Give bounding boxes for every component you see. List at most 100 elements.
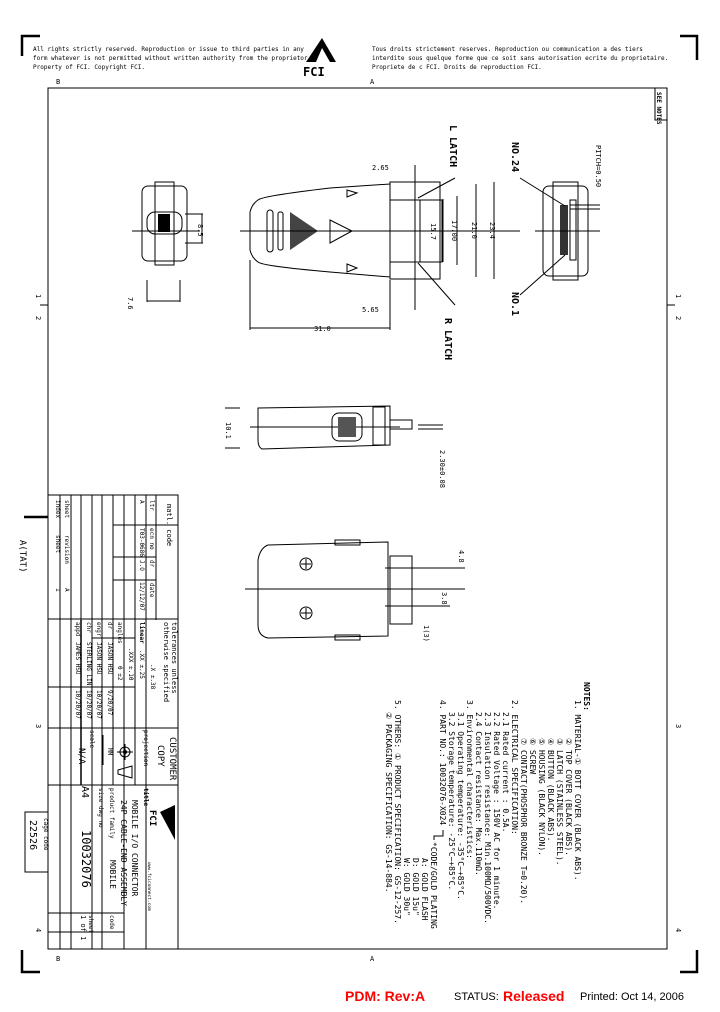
drawing-text: 2 xyxy=(674,316,682,320)
drawing-text: A4 xyxy=(79,786,90,798)
top-view-connector xyxy=(240,165,520,330)
drawing-text: .XXX ±.10 xyxy=(127,648,134,681)
drawing-text: A xyxy=(138,500,145,504)
drawing-text: product family xyxy=(108,788,115,839)
drawing-text: W: GOLD 30u" xyxy=(402,858,411,916)
drawing-text: 2.1 Rated current : 0.5A. xyxy=(501,712,510,832)
drawing-text: 2.3 Insulation resistance: Min.100MΩ/500… xyxy=(483,712,492,924)
drawing-text: 0 ±2 xyxy=(116,666,123,681)
drawing-text: 12/12/07 xyxy=(138,582,145,611)
drawing-text: ⑦ CONTACT(PHOSPHOR BRONZE T=0.20). xyxy=(519,738,528,904)
drawing-text: 2.2 Rated Voltage : 150V AC for 1 minute… xyxy=(492,712,501,909)
drawing-text: 15.7 xyxy=(429,223,437,240)
drawing-text: 10/20/07 xyxy=(85,690,92,719)
dimension-label: 8.5 xyxy=(196,224,204,237)
corner-mark xyxy=(20,34,40,56)
drawing-text: NO.1 xyxy=(509,292,520,316)
drawing-text: MM xyxy=(106,748,113,756)
corner-mark xyxy=(20,950,40,974)
drawing-text: tolerances unless xyxy=(170,622,178,694)
status-label: STATUS: xyxy=(454,991,499,1003)
end-view-labels: NO.24 NO.1 PITCH=0.50 xyxy=(509,142,602,316)
printed-date: Printed: Oct 14, 2006 xyxy=(580,991,684,1003)
drawing-text: T03-0686 xyxy=(138,528,145,557)
drawing-text: 3 xyxy=(34,724,42,728)
end-view-cable xyxy=(132,181,203,302)
cage-code-box xyxy=(24,811,49,873)
row-markers: 1 2 3 4 1 2 3 4 xyxy=(34,294,682,932)
drawing-text: 3.2 Storage temperature: -25°C~+85°C. xyxy=(447,712,456,890)
drawing-text: ⑤ HOUSING (BLACK NYLON). xyxy=(537,738,546,856)
drawing-text: ecn no xyxy=(148,528,155,550)
drawing-text: ② PACKAGING SPECIFICATION: GS-14-884. xyxy=(384,712,393,893)
drawing-text: 3.8 xyxy=(440,592,448,605)
drawing-text: cage code xyxy=(42,818,49,851)
drawing-text: sheet xyxy=(63,500,70,518)
drawing-text: 3 xyxy=(674,724,682,728)
copyright-left: All rights strictly reserved. Reproducti… xyxy=(33,46,311,71)
see-notes-label: SEE NOTES xyxy=(655,92,662,125)
drawing-text: revision xyxy=(63,535,70,564)
drawing-text: ③ LATCH (STAINLESS STEEL). xyxy=(555,738,564,866)
corner-mark xyxy=(680,950,699,974)
drawing-text: 22526 xyxy=(27,820,38,850)
drawing-text: ④ BUTTON (BLACK ABS). xyxy=(546,738,555,842)
drawing-text: COPY xyxy=(155,745,165,767)
zone-marker: B xyxy=(56,955,60,963)
drawing-text: 1 of 1 xyxy=(79,915,87,940)
drawing-text: 10/20/07 xyxy=(74,690,81,719)
drawing-text: FCI xyxy=(303,65,325,79)
drawing-text: 1. MATERIAL-① BOTT COVER (BLACK ABS). xyxy=(573,700,582,881)
drawing-text: 2. ELECTRICAL SPECIFICATION: xyxy=(510,700,519,835)
drawing-text: 4 xyxy=(674,928,682,932)
drawing-text: FCI xyxy=(147,810,157,826)
zone-marker: A xyxy=(370,955,375,963)
drawing-text: J.O xyxy=(138,560,145,571)
drawing-text: D: GOLD 15u" xyxy=(411,858,420,916)
drawing-text: *CODE/GOLD PLATING xyxy=(429,842,438,929)
drawing-text: N/A xyxy=(76,748,86,765)
drawing-text: 3. Environmental characteristics: xyxy=(465,700,474,859)
drawing-text: otherwise specified xyxy=(162,622,170,702)
drawing-text: appd xyxy=(74,622,81,637)
drawing-text: 10/20/07 xyxy=(95,690,102,719)
drawing-text: ② TOP COVER (BLACK ABS). xyxy=(564,738,573,856)
drawing-text: Property of FCI. Copyright FCI. xyxy=(33,64,145,71)
drawing-text: .X ±.38 xyxy=(149,664,156,690)
bottom-view-dimensions: 4.8 3.8 1(3) xyxy=(422,550,465,642)
copyright-right: Tous droits strictement reserves. Reprod… xyxy=(372,46,668,71)
notes-block: NOTES: 1. MATERIAL-① BOTT COVER (BLACK A… xyxy=(384,682,591,929)
drawing-text: A: GOLD FLASH xyxy=(420,858,429,921)
drawing-text: ltr xyxy=(148,500,155,511)
drawing-text: chr xyxy=(85,622,92,633)
drawing-text: dr xyxy=(106,622,113,630)
drawing-text: .XX ±.25 xyxy=(138,650,145,679)
fci-logo: FCI xyxy=(303,38,336,79)
drawing-text: 24P CABLE-END ASSEMBLY xyxy=(119,800,128,906)
drawing-text: angles xyxy=(116,622,123,644)
drawing-text: 1 xyxy=(674,294,682,298)
zone-marker: B xyxy=(56,78,60,86)
drawing-text: sheet xyxy=(87,915,94,933)
drawing-text: 2.4 Contact resistance: Max.110mΩ. xyxy=(474,712,483,876)
drawing-text: 3.1 Operating temperature: -35°C~+85°C. xyxy=(456,712,465,900)
drawing-text: interdite sous quelque forme que ce soit… xyxy=(372,55,668,62)
drawing-text: size xyxy=(97,788,104,803)
drawing-text: L LATCH xyxy=(447,125,458,167)
drawing-text: 4 xyxy=(34,928,42,932)
drawing-text: 5.65 xyxy=(362,306,379,314)
drawing-text: 17.00 xyxy=(450,220,458,241)
drawing-text: matl. code xyxy=(165,504,173,546)
drawing-text: 31.0 xyxy=(314,325,331,333)
drawing-text: JASON HSU xyxy=(95,642,102,675)
drawing-text: 5. OTHERS: ① PRODUCT SPECIFICATION: GS-1… xyxy=(393,700,402,924)
drawing-text: 1 xyxy=(34,294,42,298)
drawing-text: 1 xyxy=(54,588,61,592)
drawing-text: NOTES: xyxy=(582,682,591,711)
drawing-text: engr xyxy=(95,622,102,637)
drawing-text: Propriete de c FCI. Droits de reproducti… xyxy=(372,64,542,71)
zone-marker: A xyxy=(370,78,375,86)
drawing-text: sheet xyxy=(54,535,61,553)
drawing-text: ⑥ SCREW xyxy=(528,738,537,774)
